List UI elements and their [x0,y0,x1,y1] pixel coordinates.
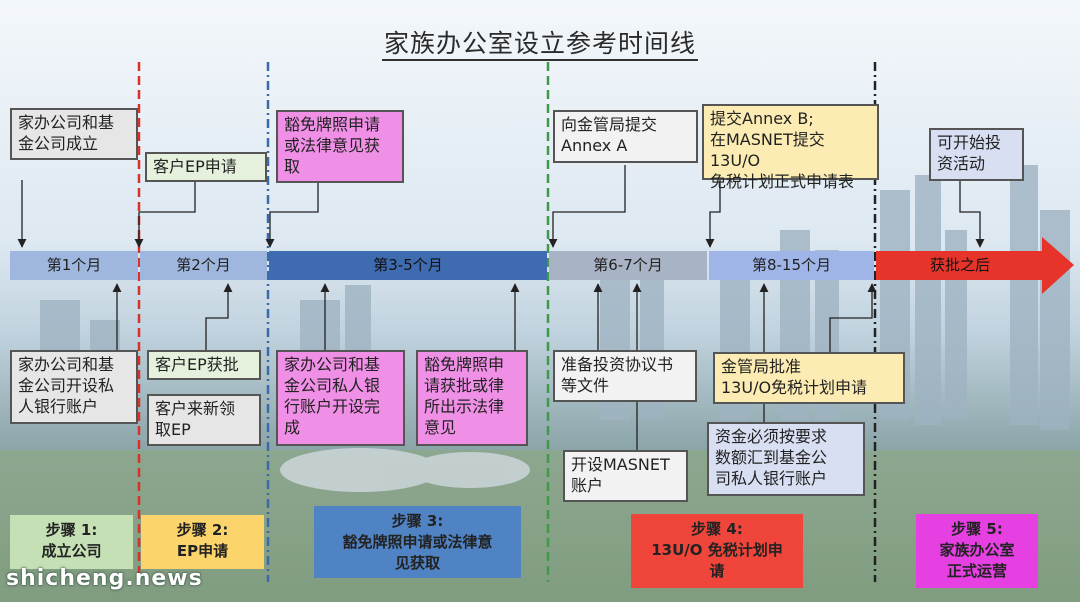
step-1-label: 步骤 1: 成立公司 [10,515,133,569]
task-bank-account-completed: 家办公司和基 金公司私人银 行账户开设完 成 [276,350,405,446]
site-watermark: shicheng.news [6,566,203,591]
timeline-month-6-7: 第6-7个月 [549,251,707,280]
task-mas-approval: 金管局批准 13U/O免税计划申请 [713,352,905,404]
step-5-label: 步骤 5: 家族办公室 正式运营 [916,514,1038,588]
task-license-exemption: 豁免牌照申请 或法律意见获 取 [276,110,404,183]
timeline-after-approval: 获批之后 [876,251,1044,280]
timeline-month-3-5: 第3-5个月 [269,251,547,280]
task-collect-ep: 客户来新领 取EP [147,394,261,446]
task-submit-annex-a: 向金管局提交 Annex A [553,110,698,163]
step-2-label: 步骤 2: EP申请 [141,515,264,569]
task-submit-annex-b: 提交Annex B; 在MASNET提交13U/O 免税计划正式申请表 [702,104,879,191]
task-prepare-investment-docs: 准备投资协议书 等文件 [553,350,697,402]
task-fund-transfer: 资金必须按要求 数额汇到基金公 司私人银行账户 [707,422,865,496]
timeline-month-8-15: 第8-15个月 [709,251,874,280]
task-company-setup: 家办公司和基 金公司成立 [10,108,138,160]
step-4-label: 步骤 4: 13U/O 免税计划申 请 [631,514,803,588]
final-arrow-head [1042,237,1074,294]
task-license-approved: 豁免牌照申 请获批或律 所出示法律 意见 [416,350,528,446]
timeline-month-2: 第2个月 [140,251,267,280]
timeline-month-1: 第1个月 [10,251,138,280]
step-3-label: 步骤 3: 豁免牌照申请或法律意 见获取 [314,506,521,578]
task-open-private-bank-account: 家办公司和基 金公司开设私 人银行账户 [10,350,138,424]
page-title: 家族办公室设立参考时间线 [0,24,1080,61]
task-ep-approved: 客户EP获批 [147,350,261,380]
task-start-investment: 可开始投 资活动 [929,128,1024,181]
task-open-masnet-account: 开设MASNET 账户 [563,450,688,502]
task-ep-application: 客户EP申请 [145,152,267,182]
